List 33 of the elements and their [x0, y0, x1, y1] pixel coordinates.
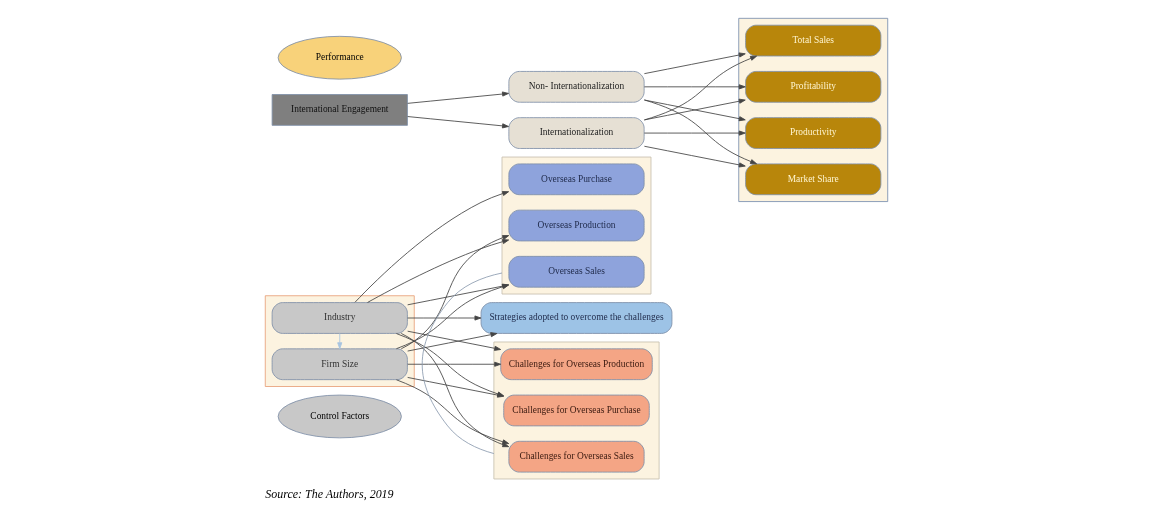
node-box: Market Share: [745, 163, 882, 196]
caption: Source: The Authors, 2019: [265, 486, 394, 501]
node-box: Overseas Production: [508, 209, 645, 242]
arrow: [643, 99, 757, 165]
node-box: Productivity: [745, 117, 882, 149]
node-ellipse: Control Factors: [277, 394, 402, 439]
node-box: Strategies adopted to overcome the challenges: [480, 302, 673, 334]
cluster: [264, 295, 415, 387]
arrow: [337, 333, 343, 350]
arrow: [407, 315, 482, 321]
node-box: Profitability: [745, 71, 882, 103]
node-box: Challenges for Overseas Purchase: [503, 394, 650, 427]
node-ellipse: Performance: [277, 35, 402, 80]
node-box: Internationalization: [508, 117, 645, 149]
arrow: [643, 55, 757, 121]
arrow: [407, 91, 509, 104]
arrow: [643, 84, 746, 90]
node-box: Overseas Purchase: [508, 163, 645, 196]
arrow: [407, 361, 502, 367]
arrow: [643, 130, 746, 136]
node-box: Firm Size: [271, 348, 408, 381]
node-box: Industry: [271, 302, 408, 334]
node-box: Challenges for Overseas Production: [500, 348, 653, 381]
node-box: Total Sales: [745, 24, 882, 57]
arrow: [400, 333, 510, 448]
node-box: Overseas Sales: [508, 255, 645, 288]
node-box: Challenges for Overseas Sales: [508, 440, 645, 473]
arrow: [396, 379, 510, 445]
node-box: International Engagement: [271, 94, 408, 126]
node-box: Non- Internationalization: [508, 71, 645, 103]
arrow: [643, 145, 746, 168]
arrow: [643, 52, 746, 75]
arrow: [407, 116, 509, 129]
